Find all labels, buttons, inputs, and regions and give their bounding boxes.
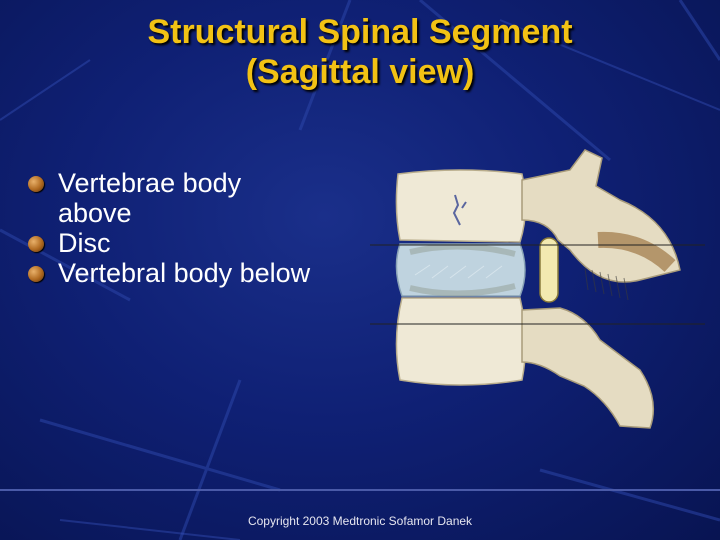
spinal-segment-illustration (370, 149, 705, 429)
bullet-marker-icon (28, 236, 44, 252)
bullet-item-disc: Disc (28, 228, 373, 258)
title-line-1: Structural Spinal Segment (147, 13, 573, 51)
bullet-text: Vertebral body below (58, 258, 311, 288)
bullet-marker-icon (28, 266, 44, 282)
upper-vertebral-body (395, 169, 527, 243)
footer-divider (0, 489, 720, 491)
spinal-canal (539, 237, 559, 303)
bullet-list: Vertebrae body above Disc Vertebral body… (28, 168, 373, 288)
bullet-text: Disc (58, 228, 111, 258)
bullet-item-vertebrae-above: Vertebrae body above (28, 168, 373, 228)
title-line-2: (Sagittal view) (245, 53, 475, 91)
lower-vertebral-body (395, 297, 527, 386)
bullet-item-vertebral-below: Vertebral body below (28, 258, 373, 288)
bullet-text-line-1: Vertebrae body (58, 168, 242, 198)
posterior-elements-lower (521, 307, 655, 429)
slide-title: Structural Spinal Segment (Sagittal view… (0, 12, 720, 92)
bullet-marker-icon (28, 176, 44, 192)
bullet-text-line-2: above (58, 198, 132, 228)
copyright-footer: Copyright 2003 Medtronic Sofamor Danek (247, 514, 473, 528)
